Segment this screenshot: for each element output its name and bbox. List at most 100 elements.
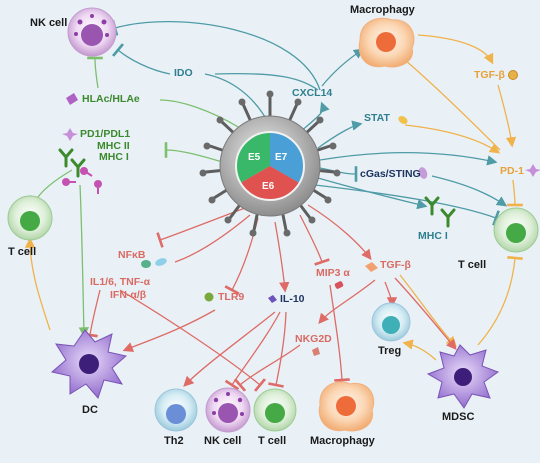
link-receptors-to-dc bbox=[78, 184, 90, 338]
segment-e5-label: E5 bbox=[248, 152, 261, 163]
tgfb-bottom-label: TGF-β bbox=[380, 259, 411, 271]
pd1-label: PD-1 bbox=[500, 165, 524, 177]
virus-segment-e6 bbox=[240, 166, 300, 200]
nk-cell-top-label: NK cell bbox=[30, 17, 68, 29]
link-virus-to-cgas bbox=[319, 166, 358, 182]
link-virus-to-ido bbox=[204, 73, 269, 123]
treg-label: Treg bbox=[378, 345, 402, 357]
macrophagy-top-label: Macrophagy bbox=[350, 4, 415, 16]
link-virus-to-hla bbox=[159, 99, 241, 129]
tlr9-icon bbox=[204, 292, 214, 302]
tgfb-top-icon bbox=[508, 70, 518, 80]
nkg2d-label: NKG2D bbox=[295, 333, 332, 345]
link-virus-to-cxcl14 bbox=[299, 101, 330, 133]
link-nfkb-to-dc bbox=[82, 289, 101, 338]
link-stat-to-pd1 bbox=[404, 124, 501, 154]
macrophagy-cell-bottom bbox=[318, 381, 375, 432]
t-cell-bottom bbox=[253, 388, 297, 432]
link-mdsc-to-tcellr bbox=[477, 255, 523, 346]
link-cxcl14-to-macro bbox=[321, 48, 365, 87]
link-hla-to-nk bbox=[87, 56, 103, 89]
th2-cell bbox=[154, 388, 198, 432]
stat-label: STAT bbox=[364, 112, 390, 124]
segment-e6-label: E6 bbox=[262, 181, 275, 192]
cxcl14-label: CXCL14 bbox=[292, 87, 333, 99]
link-virus-to-nfkb-2 bbox=[174, 214, 251, 263]
link-tgfb-to-pd1 bbox=[497, 84, 517, 148]
link-tlr9-to-dc bbox=[122, 309, 216, 352]
nk-cell-bottom-label: NK cell bbox=[204, 435, 242, 447]
link-virus-to-mhc1r bbox=[317, 177, 428, 210]
link-virus-to-stat bbox=[317, 120, 363, 149]
link-tgfb-to-treg bbox=[384, 281, 398, 308]
link-il10-to-tcell bbox=[268, 311, 287, 388]
link-virus-to-mip3 bbox=[299, 214, 330, 266]
stat-icon bbox=[398, 115, 408, 125]
link-nkg2d-to-nk bbox=[233, 344, 301, 392]
ifn-label: IFN-α/β bbox=[110, 289, 147, 301]
th2-label: Th2 bbox=[164, 435, 184, 447]
macrophagy-cell-top bbox=[358, 17, 415, 68]
link-il10-to-th2 bbox=[183, 311, 276, 387]
t-cell-left-label: T cell bbox=[8, 246, 37, 258]
ido-label: IDO bbox=[174, 67, 193, 79]
pd1-icon bbox=[525, 164, 540, 177]
tlr9-label: TLR9 bbox=[218, 291, 245, 303]
mdsc-label: MDSC bbox=[442, 411, 475, 423]
treg-cell bbox=[371, 302, 411, 342]
link-mip3-to-macro bbox=[329, 284, 350, 382]
link-tgfb-to-mdsc-red bbox=[394, 277, 457, 350]
link-mdsc-to-treg bbox=[402, 339, 437, 361]
link-virus-to-pd1 bbox=[319, 152, 498, 166]
mhc-left-receptor-icons bbox=[58, 148, 86, 178]
link-ido-to-nk bbox=[112, 43, 171, 75]
link-dc-to-tcelll bbox=[24, 237, 51, 331]
hla-label: HLAc/HLAe bbox=[82, 93, 140, 105]
tgfb-bottom-icon bbox=[365, 262, 378, 272]
il10-label: IL-10 bbox=[280, 293, 305, 305]
t-cell-bottom-label: T cell bbox=[258, 435, 287, 447]
nfkb-label: NFκB bbox=[118, 249, 146, 261]
t-cell-left bbox=[7, 195, 53, 241]
link-tgfb-to-mdsc bbox=[399, 274, 457, 347]
mdsc-cell bbox=[426, 344, 500, 409]
mip3-label: MIP3 α bbox=[316, 267, 350, 279]
il16-label: IL1/6, TNF-α bbox=[90, 276, 151, 288]
link-cgas-to-tcellr bbox=[431, 175, 508, 207]
mhc2-label: MHC II bbox=[97, 140, 130, 152]
link-nfkb-to-tcellb bbox=[119, 289, 266, 392]
cgas-label: cGas/STING bbox=[360, 168, 421, 180]
il10-icon bbox=[268, 295, 277, 303]
t-cell-right-label: T cell bbox=[458, 259, 487, 271]
link-virus-to-tcellr bbox=[314, 184, 500, 226]
tgfb-top-label: TGF-β bbox=[474, 69, 505, 81]
link-cxcl14-to-ido bbox=[214, 73, 319, 91]
link-virus-to-tgfb-bottom bbox=[307, 204, 372, 261]
link-macro-to-pd1 bbox=[404, 59, 501, 151]
dc-label: DC bbox=[82, 404, 98, 416]
mip3-icon bbox=[334, 281, 344, 289]
nk-cell-top bbox=[67, 7, 117, 57]
hpv-virus bbox=[199, 90, 341, 237]
mhc1-right-label: MHC I bbox=[418, 230, 448, 242]
link-virus-to-il10 bbox=[274, 221, 290, 293]
pd1-receptor-icons bbox=[62, 167, 102, 194]
pd1-pdl1-icon bbox=[62, 128, 78, 141]
nkg2d-icon bbox=[312, 347, 320, 356]
mhc-right-receptor-icons bbox=[424, 196, 456, 228]
macrophagy-bottom-label: Macrophagy bbox=[310, 435, 375, 447]
link-pd1-to-tcellr bbox=[507, 179, 523, 207]
link-macro-to-tgfb bbox=[417, 34, 494, 65]
nfkb-icons bbox=[141, 258, 167, 268]
cgas-icon bbox=[418, 167, 428, 179]
hla-icon bbox=[66, 93, 78, 105]
segment-e7-label: E7 bbox=[275, 152, 288, 163]
dc-cell bbox=[50, 329, 128, 399]
pd1-pdl1-label: PD1/PDL1 bbox=[80, 128, 131, 140]
t-cell-right bbox=[493, 207, 539, 253]
mhc1-left-label: MHC I bbox=[99, 151, 129, 163]
nk-cell-bottom bbox=[205, 387, 251, 433]
link-e7-to-nk bbox=[111, 20, 321, 91]
link-tgfb-to-nkg2d bbox=[318, 279, 376, 324]
